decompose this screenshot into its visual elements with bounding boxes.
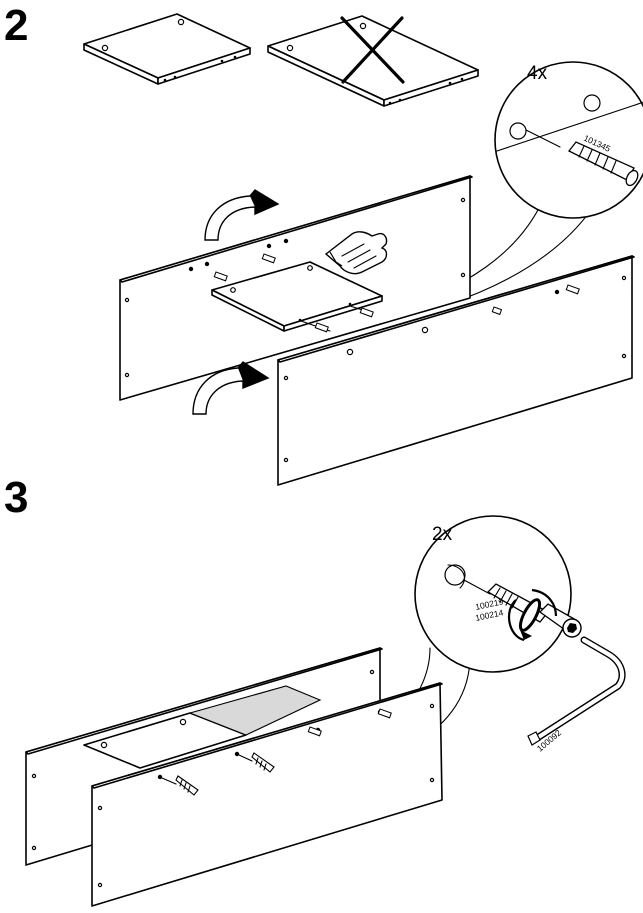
rotate-arrow	[192, 361, 270, 415]
correct-orientation-board	[83, 13, 251, 85]
cam-lock-bolt	[486, 583, 582, 642]
pressing-hand	[324, 231, 388, 275]
step-number: 2	[4, 1, 28, 50]
quantity-label: 2x	[432, 524, 453, 545]
front-panel	[91, 682, 443, 907]
step-number: 3	[4, 473, 28, 522]
rotate-arrow	[204, 189, 280, 241]
cam-lock-bolt	[238, 752, 275, 773]
allen-key: 100092	[527, 636, 626, 754]
wooden-dowel	[568, 141, 639, 187]
cross-mark	[340, 16, 405, 84]
dowel-callout: 101345 4x	[371, 61, 643, 323]
shelf-board	[83, 685, 322, 769]
step-2: 2	[4, 1, 643, 486]
step-3: 3 100219 1002	[4, 473, 626, 907]
bolt-callout: 100219 100214 2x	[269, 515, 582, 770]
incorrect-orientation-board	[267, 15, 479, 107]
shelf-board	[211, 253, 383, 333]
cam-lock-bolt	[161, 775, 199, 796]
front-panel	[277, 255, 635, 486]
quantity-label: 4x	[527, 63, 548, 84]
